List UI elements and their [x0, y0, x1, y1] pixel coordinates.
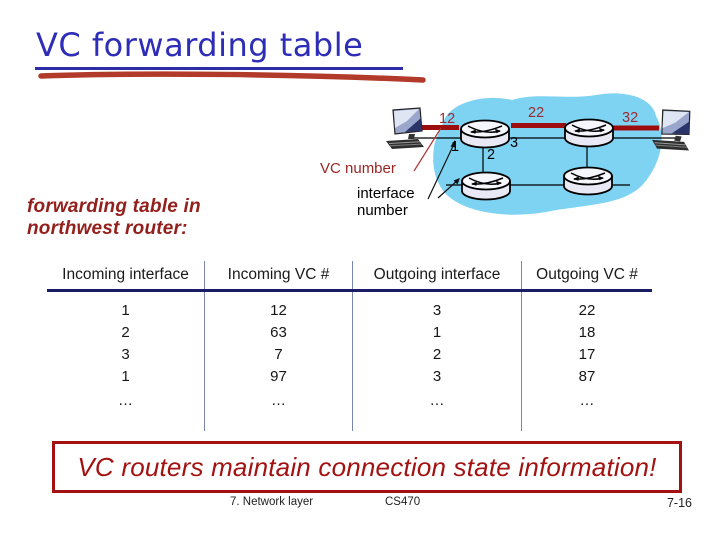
banner-text: VC routers maintain connection state inf… — [77, 451, 657, 482]
interface-number-3: 3 — [510, 135, 518, 151]
table-column-outgoing-interface: Outgoing interface 3 1 2 3 … — [353, 261, 522, 431]
page-title: VC forwarding table — [36, 26, 364, 64]
forwarding-table: Incoming interface 1 2 3 1 … Incoming VC… — [47, 261, 652, 431]
table-cell: 7 — [274, 346, 283, 363]
table-cell: 3 — [121, 346, 130, 363]
network-cloud — [433, 93, 662, 215]
table-cell: … — [118, 392, 133, 409]
title-underline — [35, 67, 403, 70]
table-cell: … — [271, 392, 286, 409]
caption-line1: forwarding table in — [27, 196, 201, 217]
vc-label-12: 12 — [439, 111, 455, 127]
interface-pointer-line-1 — [427, 143, 455, 200]
table-cell: 87 — [578, 368, 596, 385]
table-column-incoming-interface: Incoming interface 1 2 3 1 … — [47, 261, 205, 431]
interface-number-1: 1 — [451, 139, 459, 155]
footer-course: CS470 — [385, 496, 421, 508]
column-header: Incoming VC # — [227, 266, 330, 283]
footer-section: 7. Network layer — [230, 496, 314, 508]
column-header: Incoming interface — [62, 266, 189, 283]
interface-pointer-line-2 — [437, 179, 459, 199]
table-cell: 1 — [432, 324, 442, 341]
red-marker-stroke — [38, 71, 426, 83]
footer-page-number: 7-16 — [666, 496, 692, 510]
forwarding-table-caption: forwarding table in northwest router: — [27, 196, 201, 240]
vc-label-22: 22 — [528, 105, 544, 121]
interface-number-label-line2: number — [357, 202, 408, 219]
table-cell: 1 — [121, 368, 130, 385]
table-cell: 2 — [121, 324, 130, 341]
table-cell: 12 — [270, 302, 287, 319]
vc-number-label: VC number — [320, 160, 396, 177]
vc-number-pointer-line — [413, 127, 442, 172]
table-cell: 3 — [432, 302, 442, 319]
table-column-outgoing-vc: Outgoing VC # 22 18 17 87 … — [522, 261, 652, 431]
table-cell: 18 — [578, 324, 596, 341]
interface-number-label: interface number — [357, 185, 415, 219]
router-icon-southwest — [461, 171, 511, 201]
caption-line2: northwest router: — [27, 218, 188, 239]
table-cell: … — [579, 392, 595, 409]
table-cell: 63 — [270, 324, 287, 341]
interface-pointer-arrowhead-1 — [450, 140, 456, 148]
table-header-rule — [47, 289, 652, 292]
table-cell: 97 — [270, 368, 287, 385]
table-cell: 22 — [578, 302, 596, 319]
column-header: Outgoing interface — [373, 266, 501, 283]
router-icon-southeast — [563, 166, 613, 196]
router-icon-northwest — [460, 119, 510, 149]
interface-number-2: 2 — [487, 147, 495, 163]
column-header: Outgoing VC # — [536, 266, 638, 283]
banner-box: VC routers maintain connection state inf… — [52, 441, 682, 493]
table-column-incoming-vc: Incoming VC # 12 63 7 97 … — [205, 261, 353, 431]
table-cell: 17 — [578, 346, 596, 363]
interface-pointer-arrowhead-2 — [453, 178, 460, 185]
vc-label-32: 32 — [622, 110, 638, 126]
table-cell: 2 — [432, 346, 442, 363]
router-icon-northeast — [564, 118, 614, 148]
interface-number-label-line1: interface — [357, 185, 415, 202]
table-cell: 3 — [432, 368, 442, 385]
table-cell: … — [429, 392, 445, 409]
pc-icon-left — [385, 107, 425, 150]
table-cell: 1 — [121, 302, 130, 319]
pc-icon-right — [650, 106, 695, 154]
